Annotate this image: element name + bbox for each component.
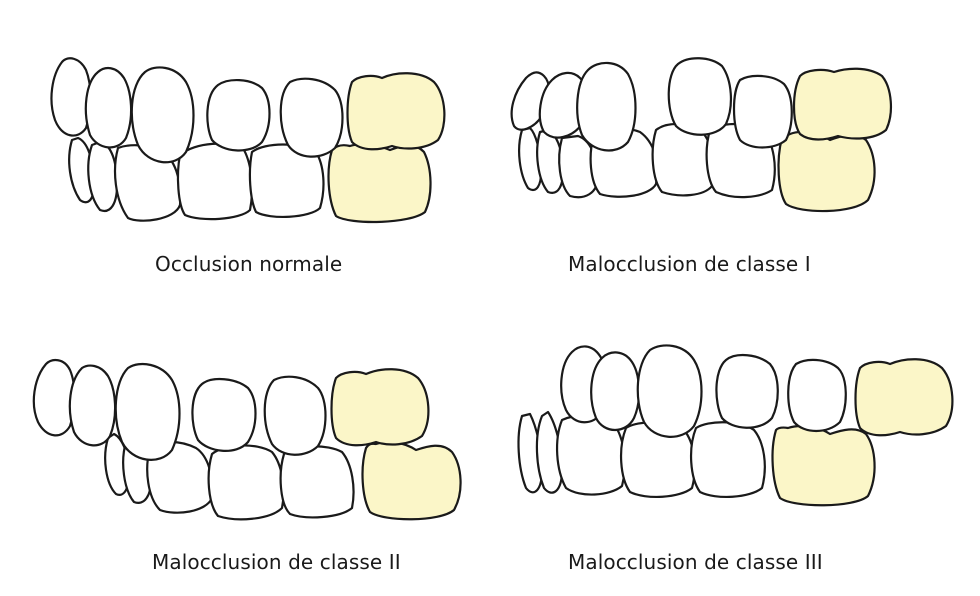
- lower-tooth: [209, 445, 284, 519]
- lower-first-molar: [779, 132, 875, 211]
- panel-normal-occlusion: Occlusion normale: [0, 0, 490, 298]
- caption-class-i-malocclusion: Malocclusion de classe I: [568, 252, 811, 276]
- upper-tooth: [638, 345, 702, 436]
- upper-first-molar: [794, 69, 891, 140]
- upper-tooth: [281, 79, 343, 157]
- upper-tooth: [716, 355, 777, 428]
- upper-tooth: [192, 379, 255, 451]
- lower-tooth: [178, 144, 252, 219]
- lower-tooth: [691, 422, 765, 497]
- lower-first-molar: [329, 144, 431, 222]
- upper-tooth: [265, 377, 326, 455]
- panel-class-i-malocclusion: Malocclusion de classe I: [490, 0, 980, 298]
- upper-tooth: [116, 364, 180, 460]
- upper-tooth: [207, 80, 269, 150]
- lower-tooth: [281, 446, 354, 517]
- upper-tooth: [34, 360, 75, 435]
- upper-tooth: [577, 63, 635, 151]
- upper-first-molar: [856, 359, 953, 435]
- upper-tooth: [788, 360, 846, 431]
- upper-tooth: [669, 58, 731, 135]
- caption-class-iii-malocclusion: Malocclusion de classe III: [568, 550, 823, 574]
- lower-tooth: [88, 142, 117, 211]
- upper-first-molar: [348, 73, 445, 149]
- caption-normal-occlusion: Occlusion normale: [155, 252, 342, 276]
- panel-class-iii-malocclusion: Malocclusion de classe III: [490, 298, 980, 596]
- upper-tooth: [70, 366, 115, 446]
- upper-tooth: [734, 76, 792, 148]
- panel-class-ii-malocclusion: Malocclusion de classe II: [0, 298, 490, 596]
- upper-tooth: [591, 352, 639, 430]
- upper-first-molar: [332, 369, 429, 445]
- upper-tooth: [86, 68, 131, 147]
- upper-tooth: [51, 58, 90, 135]
- caption-class-ii-malocclusion: Malocclusion de classe II: [152, 550, 401, 574]
- lower-first-molar: [773, 426, 875, 505]
- upper-tooth: [132, 67, 194, 162]
- lower-first-molar: [363, 442, 461, 519]
